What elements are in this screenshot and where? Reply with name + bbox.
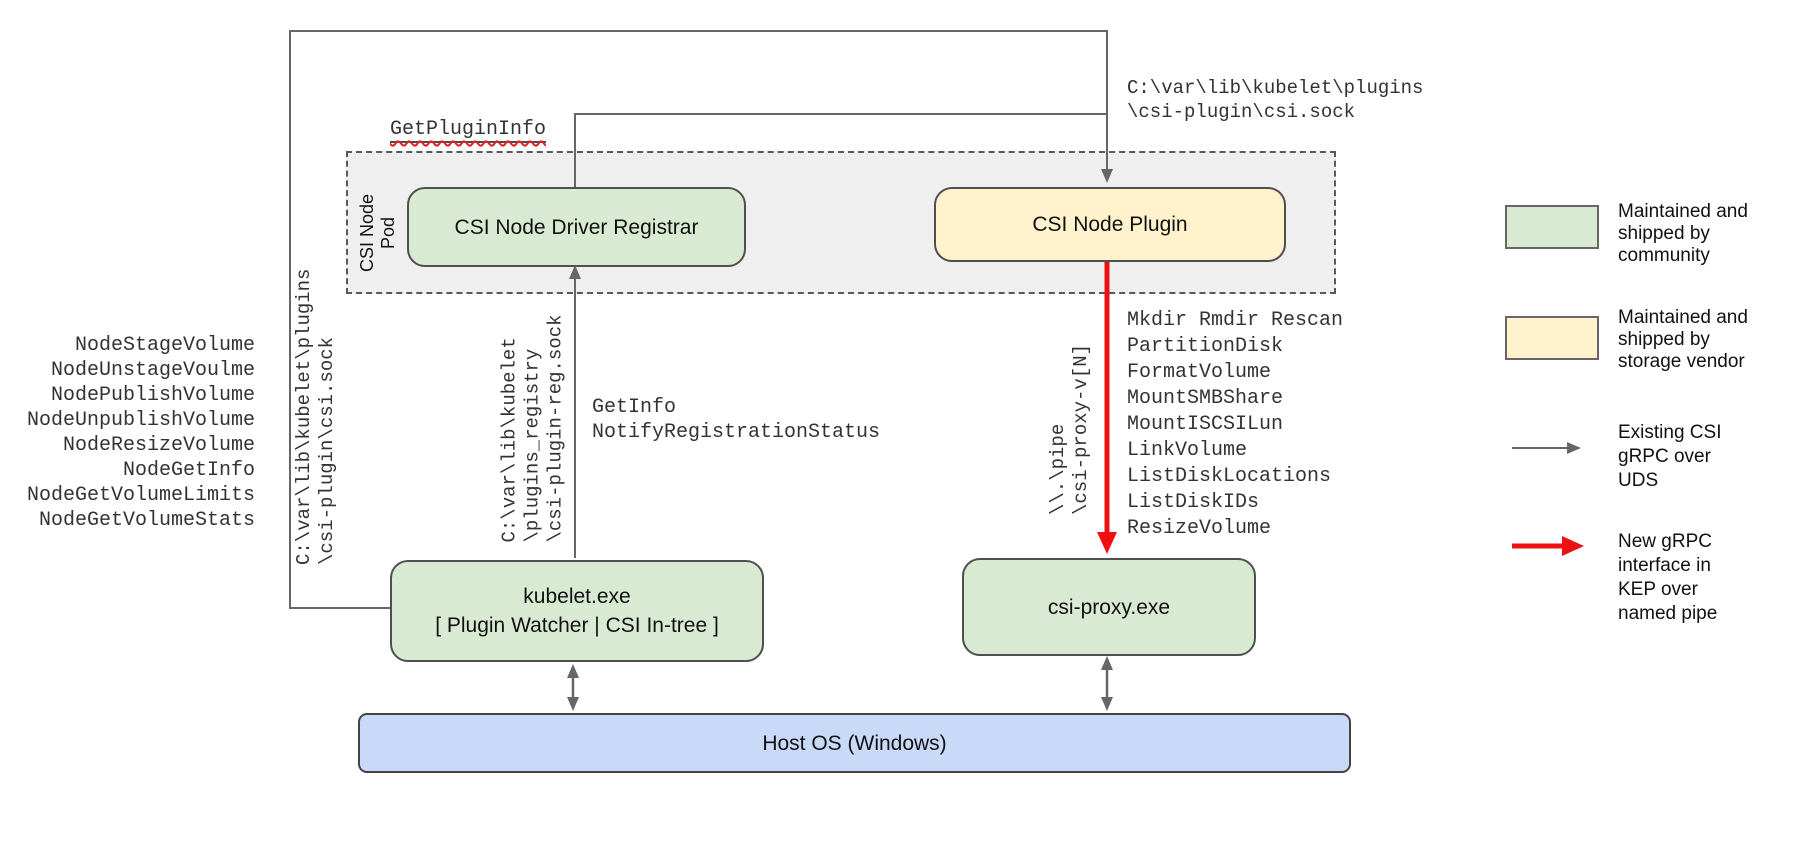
api-item: ResizeVolume: [1127, 517, 1272, 540]
rpc-item: NodePublishVolume: [50, 384, 255, 407]
kubelet-to-plugin-uds-arrow: [289, 30, 1113, 609]
host-os-label: Host OS (Windows): [762, 731, 947, 755]
getplugininfo-label: GetPluginInfo: [390, 118, 547, 143]
legend-swatch-community: [1505, 205, 1599, 249]
kubelet-label-line2: [ Plugin Watcher | CSI In-tree ]: [435, 614, 719, 637]
legend-swatch-vendor: [1505, 316, 1599, 360]
rpc-item: NodeUnstageVoulme: [50, 359, 255, 382]
rpc-item: NodeStageVolume: [74, 334, 255, 357]
registrar-to-plugin-getplugininfo-line: [574, 113, 1106, 187]
csi-proxy-label: csi-proxy.exe: [1047, 595, 1171, 619]
api-item: MountSMBShare: [1127, 387, 1284, 410]
kubelet-box: kubelet.exe [ Plugin Watcher | CSI In-tr…: [390, 560, 764, 662]
named-pipe-vertical-label: \\.\pipe \csi-proxy-v[N]: [1047, 343, 1092, 515]
getplugininfo-text: GetPluginInfo: [390, 118, 547, 143]
csi-sock-path-label: C:\var\lib\kubelet\plugins \csi-plugin\c…: [1127, 77, 1424, 123]
plugin-label: CSI Node Plugin: [1032, 213, 1188, 236]
csi-proxy-box: csi-proxy.exe: [962, 558, 1256, 656]
rpc-item: NodeUnpublishVolume: [26, 409, 255, 432]
rpc-item: NodeGetVolumeLimits: [26, 484, 255, 507]
csi-sock-path-vertical-label: C:\var\lib\kubelet\plugins \csi-plugin\c…: [293, 268, 338, 565]
legend-label-vendor: Maintained and shipped by storage vendor: [1618, 307, 1748, 372]
rpc-item: NodeGetVolumeStats: [38, 509, 255, 532]
api-item: ListDiskLocations: [1127, 465, 1332, 488]
api-item: MountISCSILun: [1127, 413, 1284, 436]
legend-label-existing-grpc: Existing CSI gRPC over UDS: [1618, 422, 1722, 491]
registrar-label: CSI Node Driver Registrar: [454, 215, 699, 239]
kubelet-label-line1: kubelet.exe: [523, 585, 631, 608]
csi-node-driver-registrar-box: CSI Node Driver Registrar: [407, 187, 746, 267]
plugin-reg-sock-vertical-label: C:\var\lib\kubelet \plugins_registry \cs…: [498, 314, 567, 543]
legend-label-community: Maintained and shipped by community: [1618, 201, 1748, 266]
api-item: FormatVolume: [1127, 361, 1272, 384]
host-os-box: Host OS (Windows): [358, 713, 1351, 773]
api-item: PartitionDisk: [1127, 335, 1284, 358]
registrar-rpc-label: GetInfo NotifyRegistrationStatus: [592, 396, 881, 444]
api-item: Mkdir Rmdir Rescan: [1127, 309, 1344, 332]
api-item: ListDiskIDs: [1127, 491, 1260, 514]
api-item: LinkVolume: [1127, 439, 1248, 462]
proxy-api-list: Mkdir Rmdir Rescan PartitionDisk FormatV…: [1127, 308, 1343, 542]
legend-label-new-grpc: New gRPC interface in KEP over named pip…: [1618, 531, 1718, 624]
csi-node-pod-label: CSI Node Pod: [357, 193, 398, 273]
rpc-item: NodeGetInfo: [122, 459, 255, 482]
csi-node-plugin-box: CSI Node Plugin: [934, 187, 1286, 262]
rpc-item: NodeResizeVolume: [62, 434, 255, 457]
kubelet-rpc-list: NodeStageVolume NodeUnstageVoulme NodePu…: [20, 333, 255, 533]
